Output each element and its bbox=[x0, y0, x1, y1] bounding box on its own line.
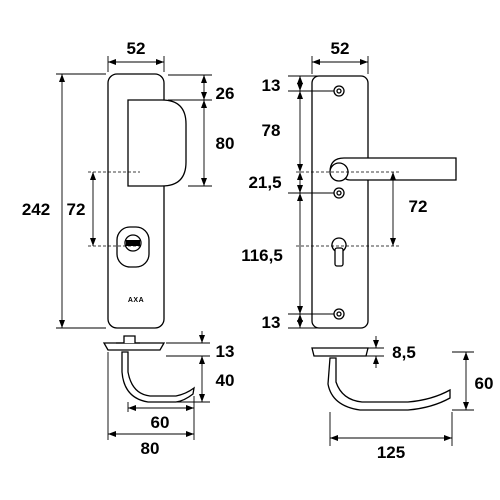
label-right-78: 78 bbox=[262, 121, 281, 140]
side-shaft-left bbox=[116, 335, 140, 344]
right-plate-view bbox=[296, 75, 457, 329]
label-side-80: 80 bbox=[141, 439, 160, 458]
label-guard-top: 26 bbox=[216, 84, 235, 103]
screw-bottom bbox=[333, 308, 345, 320]
brand-logo: AXA bbox=[128, 297, 144, 304]
left-side-view bbox=[102, 335, 195, 403]
label-right-width: 52 bbox=[331, 39, 350, 58]
label-side-40: 40 bbox=[216, 371, 235, 390]
handle-lever-side-left bbox=[121, 351, 195, 403]
left-back-plate bbox=[107, 73, 165, 329]
cylinder-keyway bbox=[126, 240, 140, 246]
handle-lever-side-right bbox=[327, 357, 451, 411]
dim-right-vertical: 13 78 21,5 116,5 13 bbox=[241, 75, 336, 332]
label-right-21-5: 21,5 bbox=[248, 173, 281, 192]
left-plate-view: AXA bbox=[88, 73, 187, 329]
right-back-plate bbox=[311, 75, 369, 329]
label-side-13: 13 bbox=[216, 342, 235, 361]
right-side-view bbox=[311, 347, 451, 411]
screw-middle bbox=[333, 187, 345, 199]
label-left-cylinder: 72 bbox=[67, 200, 86, 219]
label-right-8-5: 8,5 bbox=[392, 343, 416, 362]
label-right-bottom-13: 13 bbox=[262, 313, 281, 332]
label-left-width: 52 bbox=[127, 39, 146, 58]
screw-bottom-inner bbox=[336, 311, 342, 317]
dim-left-side: 13 40 60 80 bbox=[107, 331, 235, 458]
dim-right-width: 52 bbox=[311, 39, 369, 74]
label-right-116-5: 116,5 bbox=[241, 246, 283, 265]
label-right-72: 72 bbox=[409, 197, 428, 216]
dim-guard: 26 80 bbox=[168, 74, 235, 187]
screw-middle-inner bbox=[336, 190, 342, 196]
screw-top-inner bbox=[336, 88, 342, 94]
label-right-125: 125 bbox=[377, 443, 405, 462]
dim-left-total-height: 242 bbox=[22, 73, 106, 329]
dim-right-side: 8,5 60 125 bbox=[329, 336, 494, 462]
dim-left-width: 52 bbox=[107, 39, 165, 72]
label-right-top-13: 13 bbox=[262, 76, 281, 95]
side-rose-right bbox=[311, 347, 369, 357]
keyhole-slot bbox=[334, 247, 344, 267]
label-right-60: 60 bbox=[475, 374, 494, 393]
dim-left-cylinder: 72 bbox=[67, 172, 96, 246]
label-left-total-height: 242 bbox=[22, 200, 50, 219]
screw-top bbox=[333, 85, 345, 97]
cylinder-guard bbox=[116, 226, 150, 268]
side-rose-left bbox=[102, 342, 166, 351]
dim-right-72: 72 bbox=[390, 172, 427, 246]
label-guard-height: 80 bbox=[216, 134, 235, 153]
label-side-60: 60 bbox=[151, 413, 170, 432]
left-guard-cover bbox=[127, 99, 187, 187]
